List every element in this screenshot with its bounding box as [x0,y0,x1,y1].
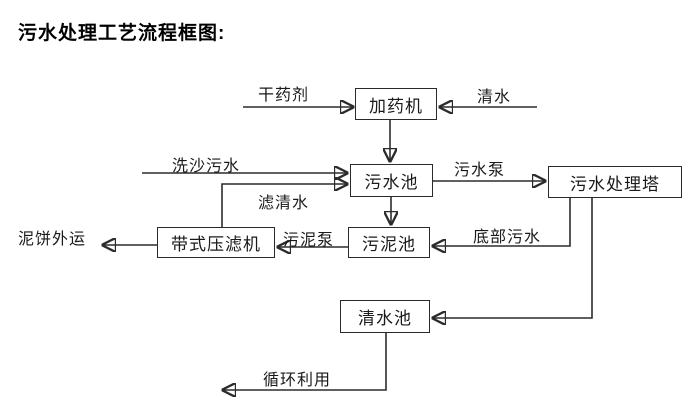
label-clean-water: 清水 [477,89,512,106]
label-filtered-water: 滤清水 [258,195,310,212]
label-bottom-sewage: 底部污水 [473,229,542,246]
node-clean-water-pool: 清水池 [340,300,430,333]
label-sewage-pump: 污水泵 [454,162,506,179]
node-dosing-machine: 加药机 [355,88,437,120]
page-title: 污水处理工艺流程框图: [18,23,226,44]
node-sewage-pool: 污水池 [350,164,433,197]
arrow-tower-to-clean-pool [433,198,593,318]
label-mud-cake-out: 泥饼外运 [18,231,87,248]
label-sand-washing-sewage: 洗沙污水 [172,158,241,175]
label-dry-agent: 干药剂 [258,87,310,104]
label-sludge-pump: 污泥泵 [283,232,335,249]
arrow-tower-to-sludge-pool [433,198,571,246]
arrow-clean-pool-to-recycling [223,333,387,390]
node-belt-filter-press: 带式压滤机 [157,227,275,258]
arrow-filtered-water-to-sewage-pool [221,184,347,227]
node-treatment-tower: 污水处理塔 [548,166,682,198]
node-sludge-pool: 污泥池 [348,227,430,258]
label-recycling: 循环利用 [263,372,332,389]
